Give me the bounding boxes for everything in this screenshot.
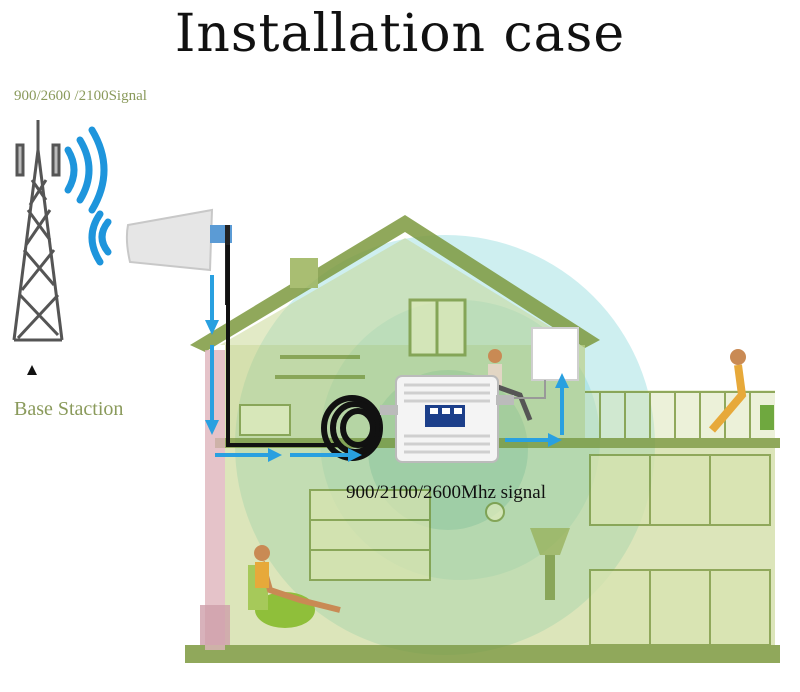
signal-wave-icon — [68, 130, 104, 210]
pointer-triangle — [27, 365, 37, 375]
cell-tower-icon — [14, 120, 62, 340]
repeater-signal-label: 900/2100/2600Mhz signal — [346, 482, 546, 504]
outdoor-antenna-icon — [127, 210, 232, 305]
repeater-icon — [380, 376, 514, 462]
signal-wave-icon — [92, 214, 108, 262]
